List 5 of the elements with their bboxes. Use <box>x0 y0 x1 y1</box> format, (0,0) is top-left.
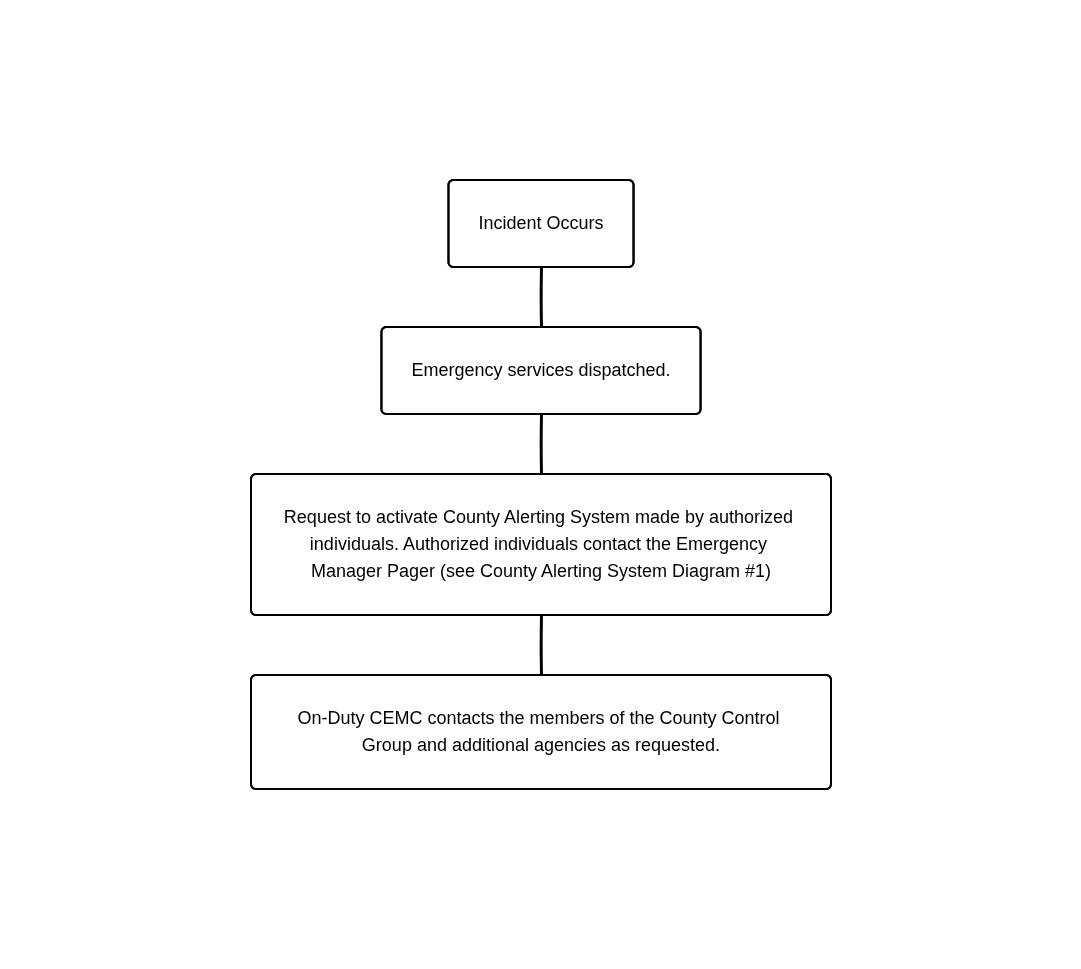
node-text: On-Duty CEMC contacts the members of the County Control Group and additional agencies as requested. <box>296 708 780 755</box>
node-text: Request to activate County Alerting System made by authorized individuals. Authorized individuals contact the Emergency Manager Pager (see County Alerting System Diagram #1) <box>283 507 793 581</box>
connector <box>539 414 543 475</box>
connector <box>539 615 543 676</box>
connector <box>539 267 543 328</box>
